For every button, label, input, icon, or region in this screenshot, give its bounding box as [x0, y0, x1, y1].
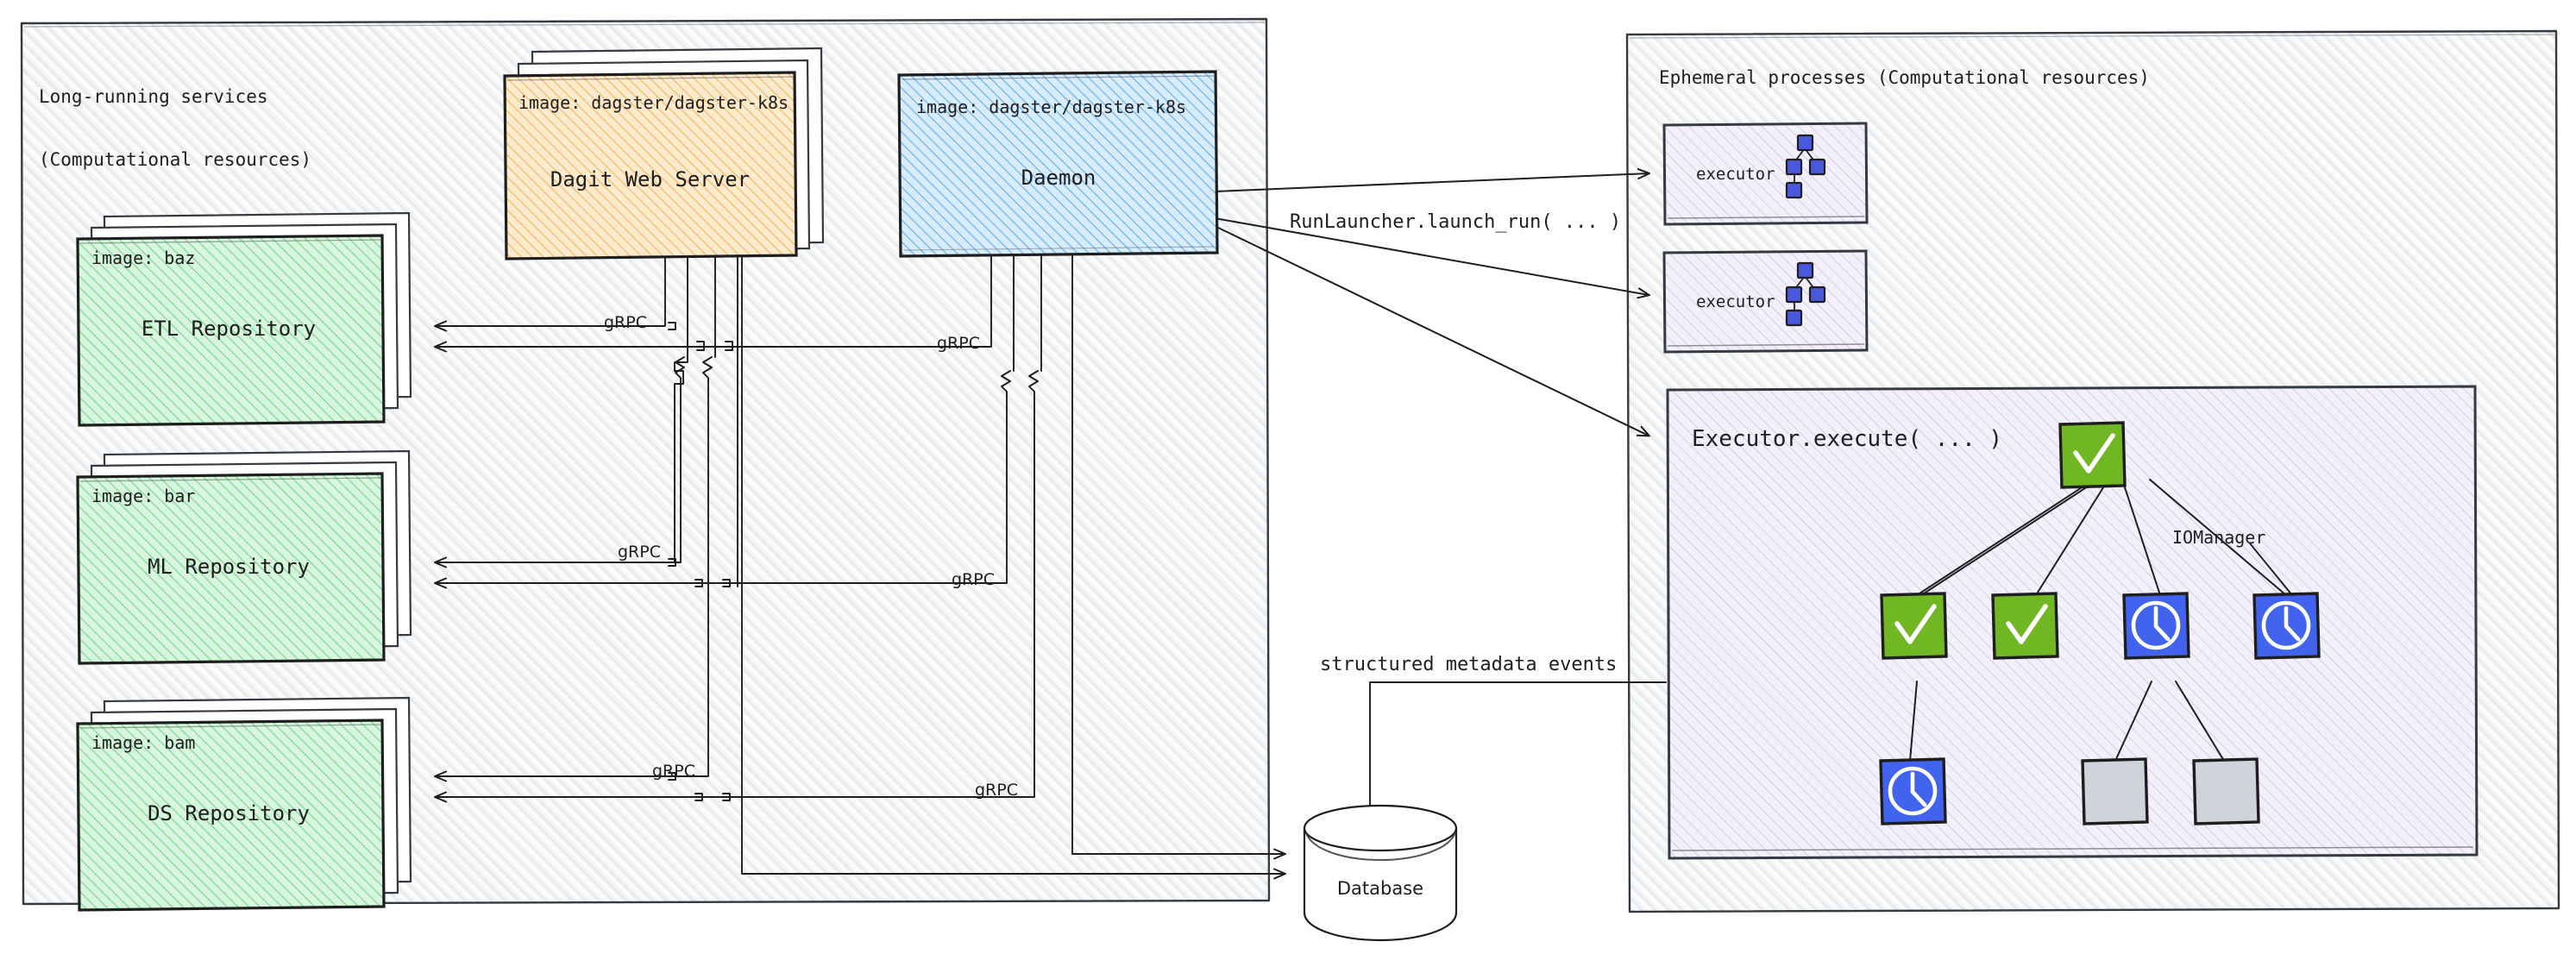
repository-card-etl[interactable]: [76, 211, 412, 427]
dagit-image-label: image: dagster/dagster-k8s: [518, 92, 789, 113]
executor-execute-panel: [1666, 385, 2479, 860]
dag-node-root[interactable]: [2058, 421, 2127, 489]
repository-card-ds[interactable]: [76, 696, 412, 912]
executor-box-1[interactable]: [1662, 122, 1869, 226]
grpc-label-daemon-etl: gRPC: [937, 334, 980, 353]
repo-ds-name-label: DS Repository: [148, 801, 310, 825]
line-hops: [668, 322, 733, 801]
executor-execute-title: Executor.execute( ... ): [1692, 426, 2003, 452]
metadata-events-connector: [1364, 681, 1667, 819]
daemon-image-label: image: dagster/dagster-k8s: [916, 97, 1187, 117]
dag-node-n3[interactable]: [2122, 592, 2190, 660]
panel-title-ephemeral-processes: Ephemeral processes (Computational resou…: [1659, 67, 2150, 88]
database-label: Database: [1336, 878, 1424, 899]
repo-etl-image-label: image: baz: [91, 248, 196, 268]
service-card-daemon[interactable]: [897, 70, 1219, 258]
daemon-name-label: Daemon: [1021, 166, 1096, 190]
executor-2-label: executor: [1696, 292, 1775, 311]
database-cylinder[interactable]: [1303, 804, 1458, 942]
iomanager-leader: [2249, 543, 2293, 596]
run-launcher-label: RunLauncher.launch_run( ... ): [1290, 211, 1622, 233]
dag-edges: [1909, 479, 2287, 762]
executor-1-label: executor: [1696, 165, 1775, 184]
repo-ds-image-label: image: bam: [91, 732, 196, 753]
grpc-connectors: [434, 252, 1042, 803]
dag-node-n7[interactable]: [2192, 757, 2260, 825]
repository-card-ml[interactable]: [76, 449, 412, 665]
executor-box-2[interactable]: [1662, 249, 1869, 354]
run-launcher-connectors: [1214, 168, 1650, 437]
service-card-dagit[interactable]: [503, 47, 825, 260]
dag-node-n6[interactable]: [2081, 757, 2149, 825]
grpc-label-daemon-ml: gRPC: [952, 570, 995, 589]
dagit-name-label: Dagit Web Server: [550, 167, 751, 191]
iomanager-label: IOManager: [2172, 527, 2266, 548]
grpc-label-daemon-ds: gRPC: [975, 781, 1018, 800]
grpc-label-dagit-ds: gRPC: [652, 762, 695, 781]
repo-ml-image-label: image: bar: [91, 486, 196, 506]
dag-node-n5[interactable]: [1879, 757, 1947, 825]
db-connectors: [741, 252, 1286, 880]
grpc-label-dagit-etl: gRPC: [604, 313, 647, 332]
dag-node-n1[interactable]: [1880, 592, 1948, 660]
panel-title-line-1: Long-running services: [39, 86, 268, 108]
repo-ml-name-label: ML Repository: [148, 555, 310, 579]
repo-etl-name-label: ETL Repository: [141, 317, 317, 341]
grpc-label-dagit-ml: gRPC: [618, 543, 661, 562]
panel-title-long-running-services: Long-running services (Computational res…: [39, 45, 311, 211]
panel-title-line-2: (Computational resources): [39, 148, 312, 170]
dag-node-n4[interactable]: [2252, 592, 2321, 660]
dag-node-n2[interactable]: [1991, 592, 2059, 660]
metadata-events-label: structured metadata events: [1320, 654, 1618, 675]
